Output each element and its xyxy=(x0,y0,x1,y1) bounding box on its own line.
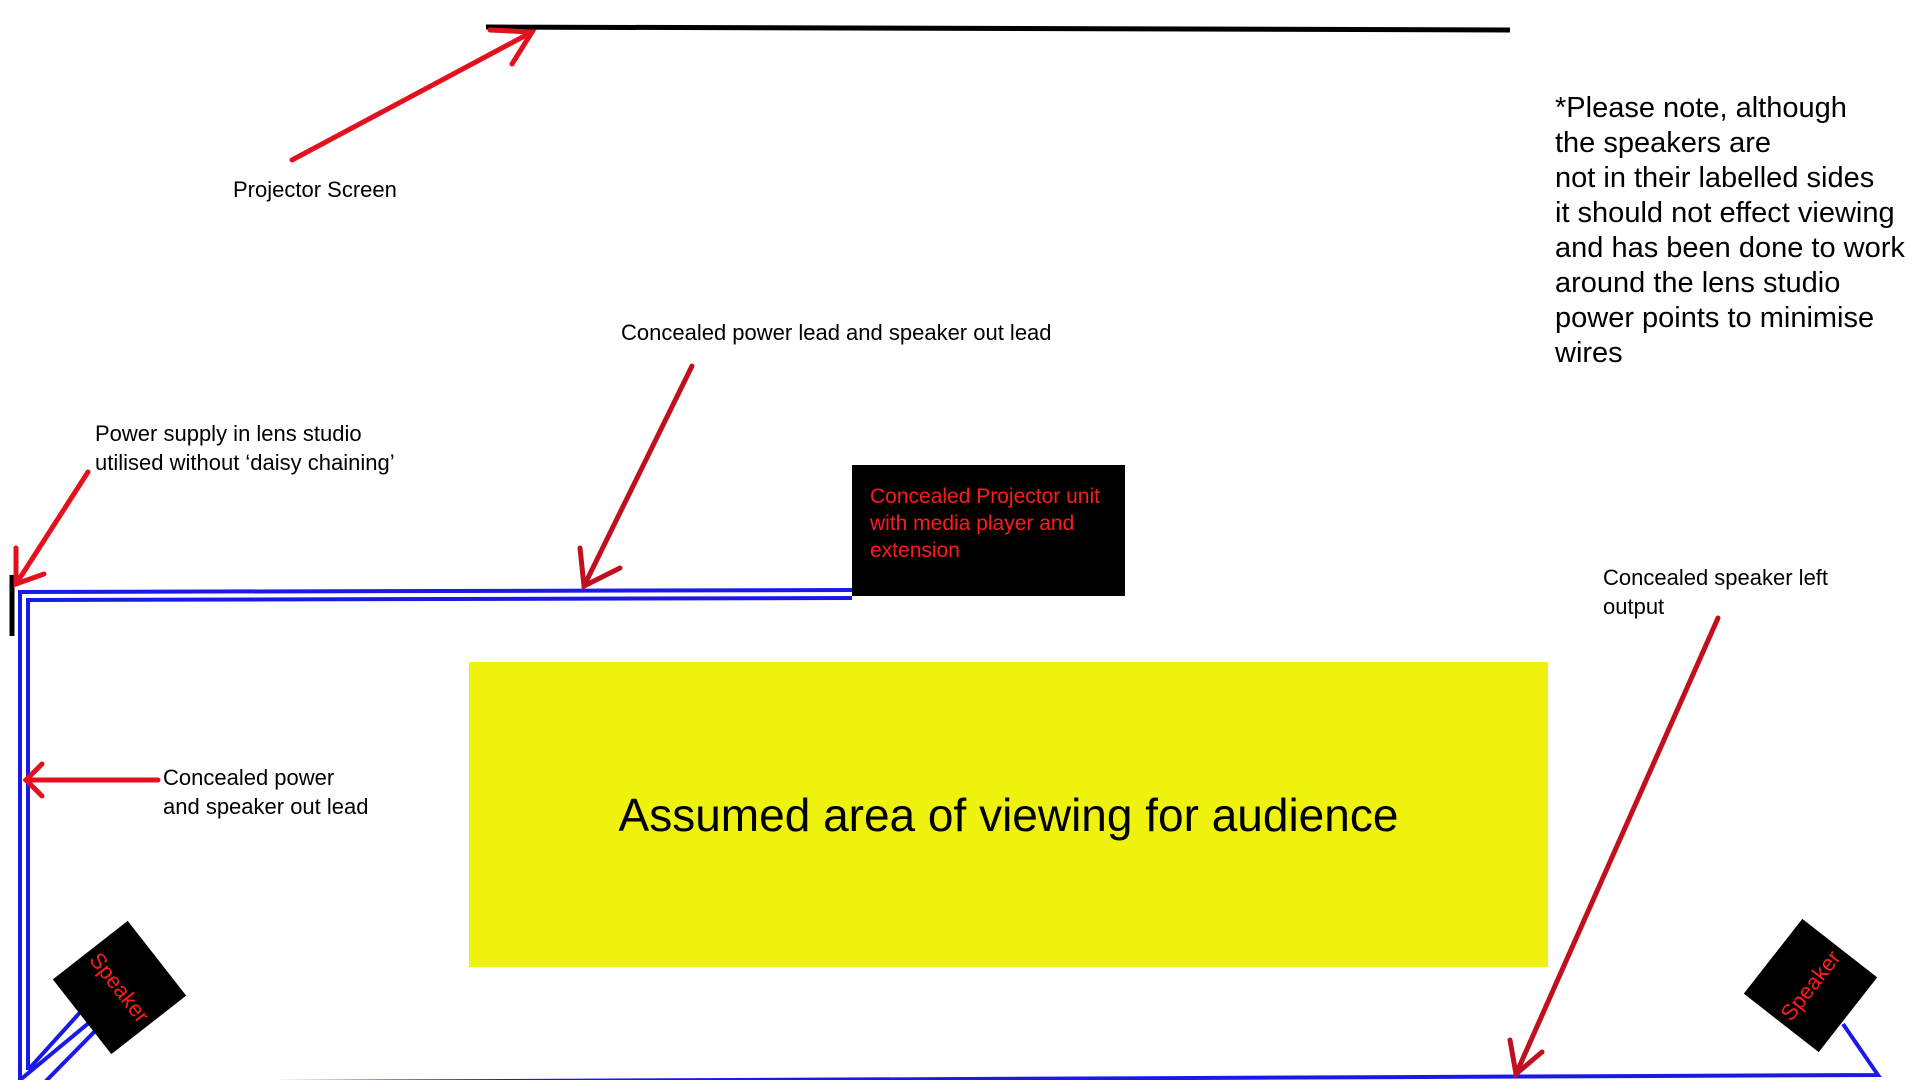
label-speaker-left-output: Concealed speaker left output xyxy=(1603,565,1829,619)
projector-unit-label: Concealed Projector unit with media play… xyxy=(870,485,1100,562)
cable-top xyxy=(18,588,853,1080)
speaker-left-label: Speaker xyxy=(84,947,155,1028)
arrow-speaker-left-output xyxy=(1507,615,1721,1079)
cable-bottom xyxy=(18,1006,1882,1080)
audience-area-label: Assumed area of viewing for audience xyxy=(618,788,1399,841)
label-power-supply: Power supply in lens studio utilised wit… xyxy=(95,421,395,475)
arrow-concealed-lead-left xyxy=(22,761,161,799)
arrow-concealed-lead-top xyxy=(577,363,695,590)
label-concealed-lead-left: Concealed power and speaker out lead xyxy=(163,765,369,819)
projector-screen-line xyxy=(485,24,1511,33)
speaker-right-label: Speaker xyxy=(1775,945,1846,1026)
label-concealed-lead-top: Concealed power lead and speaker out lea… xyxy=(621,320,1052,345)
audience-area: Assumed area of viewing for audience xyxy=(469,662,1548,967)
arrow-power-supply xyxy=(13,469,91,588)
arrow-projector-screen xyxy=(289,27,537,163)
label-projector-screen: Projector Screen xyxy=(233,177,397,202)
note-text: *Please note, although the speakers are … xyxy=(1555,92,1905,369)
projector-unit: Concealed Projector unit with media play… xyxy=(852,465,1125,596)
